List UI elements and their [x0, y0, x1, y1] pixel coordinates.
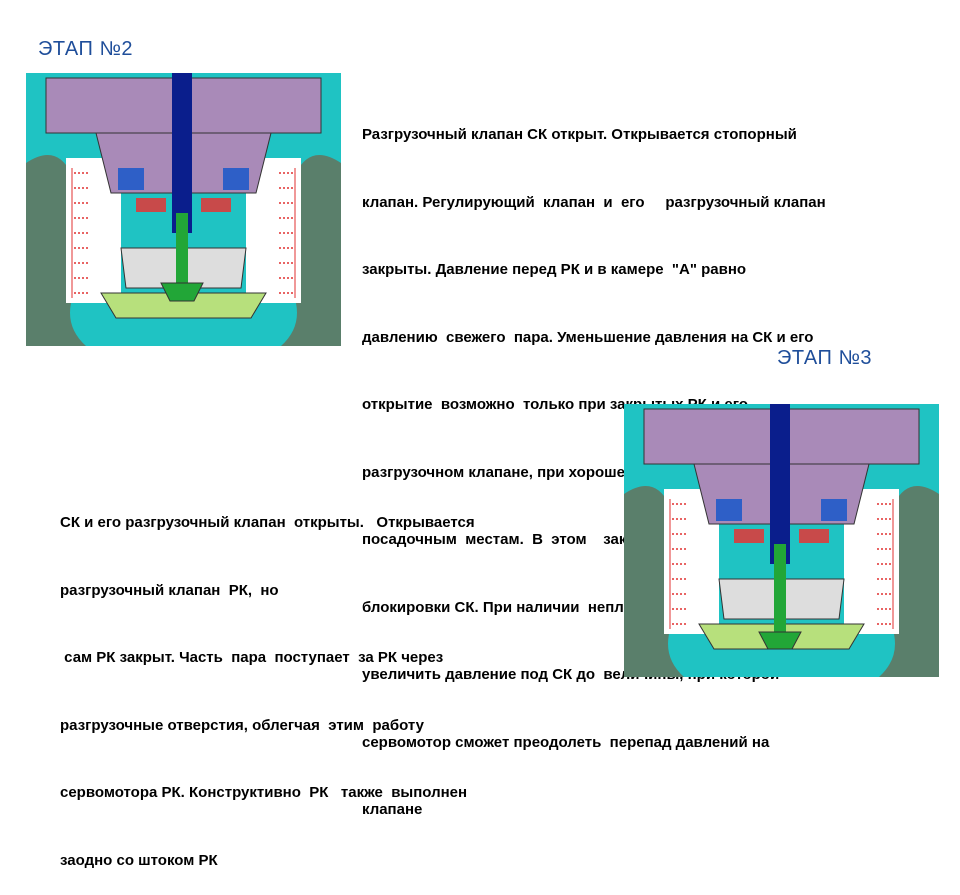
- valve-diagram-stage-2: [26, 73, 341, 346]
- text-line: заодно со штоком РК: [60, 851, 218, 869]
- stage-3-description: СК и его разгрузочный клапан открыты. От…: [60, 467, 475, 895]
- left-ring: [734, 529, 764, 543]
- left-seal: [118, 168, 144, 190]
- text-line: Разгрузочный клапан СК открыт. Открывает…: [362, 126, 797, 143]
- upper-stem: [172, 73, 192, 233]
- text-line: разгрузочный клапан РК, но: [60, 581, 279, 599]
- text-line: сервомотора РК. Конструктивно РК также в…: [60, 784, 468, 801]
- right-seal: [821, 499, 847, 521]
- text-line: разгрузочные отверстия, облегчая этим ра…: [60, 716, 424, 734]
- right-seal: [223, 168, 249, 190]
- text-line: давлению свежего пара. Уменьшение давлен…: [362, 328, 814, 346]
- valve-diagram-stage-3: [624, 404, 939, 677]
- upper-stem: [770, 404, 790, 564]
- right-ring: [799, 529, 829, 543]
- valve-seat: [100, 292, 267, 319]
- stage-3-title: ЭТАП №3: [777, 347, 873, 369]
- text-line: сам РК закрыт. Часть пара поступает за Р…: [60, 649, 444, 666]
- stage-2-title: ЭТАП №2: [38, 38, 134, 60]
- valve-disc: [160, 282, 204, 302]
- valve-disc: [758, 631, 802, 650]
- left-ring: [136, 198, 166, 212]
- left-seal: [716, 499, 742, 521]
- lower-stem: [176, 213, 188, 288]
- text-line: клапан. Регулирующий клапан и его разгру…: [362, 193, 826, 211]
- lower-stem: [774, 544, 786, 634]
- text-line: СК и его разгрузочный клапан открыты. От…: [60, 514, 475, 531]
- text-line: закрыты. Давление перед РК и в камере "А…: [362, 261, 747, 278]
- right-ring: [201, 198, 231, 212]
